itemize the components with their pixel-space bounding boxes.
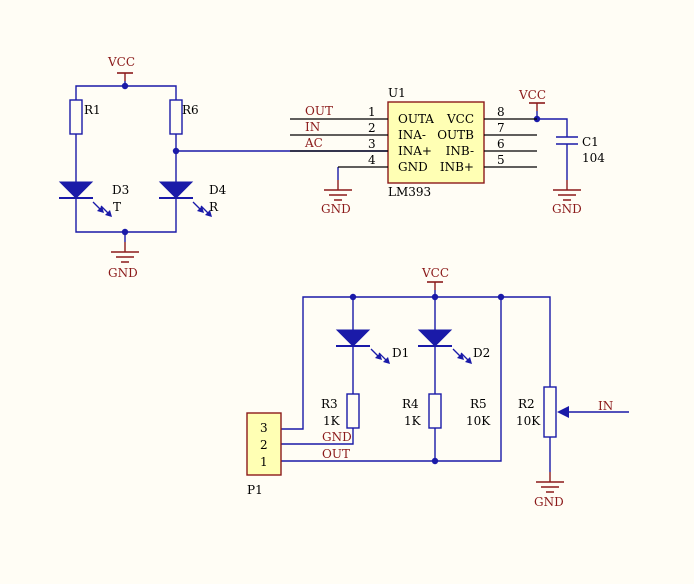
d2-label: D2 bbox=[473, 346, 490, 360]
d1-label: D1 bbox=[392, 346, 409, 360]
ic-pin-number-3: 3 bbox=[368, 137, 376, 151]
d4-letter: R bbox=[209, 200, 219, 214]
potentiometer-wiper-arrow bbox=[557, 406, 569, 418]
led-d2-body bbox=[417, 329, 453, 347]
p1-pin-1: 1 bbox=[260, 455, 268, 469]
ic-pin-number-1: 1 bbox=[368, 105, 376, 119]
r4-value: 1K bbox=[404, 414, 422, 428]
wire-top-rail bbox=[75, 85, 177, 100]
r3-label: R3 bbox=[321, 397, 338, 411]
d3-label: D3 bbox=[112, 183, 129, 197]
net-out-label: OUT bbox=[305, 104, 333, 118]
r1-label: R1 bbox=[84, 103, 101, 117]
ic-body bbox=[387, 101, 485, 184]
ic-pin-number-8: 8 bbox=[497, 105, 505, 119]
ic-pin-number-4: 4 bbox=[368, 153, 376, 167]
vcc-label-bottom: VCC bbox=[421, 266, 449, 280]
p1-gnd-net-label: GND bbox=[322, 430, 352, 444]
potentiometer-r2 bbox=[543, 386, 557, 438]
r6-label: R6 bbox=[182, 103, 199, 117]
c1-value: 104 bbox=[582, 151, 605, 165]
led-d3-light-arrowhead-1 bbox=[105, 210, 112, 217]
vcc-label-top-left: VCC bbox=[107, 55, 135, 69]
r5-label: R5 bbox=[470, 397, 487, 411]
wire-vcc-c1 bbox=[537, 118, 568, 137]
ic-pin-name-5: INB+ bbox=[440, 160, 474, 174]
led-d1-light-arrowhead-1 bbox=[383, 357, 390, 364]
net-in-label: IN bbox=[305, 120, 320, 134]
p1-pin-2: 2 bbox=[260, 438, 268, 452]
ic-pin-number-6: 6 bbox=[497, 137, 505, 151]
ic-pin-name-8: VCC bbox=[446, 112, 474, 126]
led-d1-body bbox=[335, 329, 371, 347]
connector-p1-body bbox=[246, 412, 282, 476]
components bbox=[58, 72, 581, 493]
ic-pin-name-6: INB- bbox=[446, 144, 474, 158]
wire-r3-gnd-net bbox=[281, 428, 354, 445]
led-d4-light-arrowhead-1 bbox=[205, 210, 212, 217]
r5-value: 10K bbox=[466, 414, 491, 428]
p1-out-net-label: OUT bbox=[322, 447, 350, 461]
p1-label: P1 bbox=[247, 483, 263, 497]
vcc-label-ic: VCC bbox=[518, 88, 546, 102]
resistor-r4 bbox=[428, 393, 442, 429]
u1-ref-label: U1 bbox=[388, 86, 406, 100]
d4-label: D4 bbox=[209, 183, 227, 197]
wires bbox=[75, 81, 629, 472]
led-d3-body bbox=[58, 181, 94, 199]
r2-label: R2 bbox=[518, 397, 535, 411]
resistor-r6 bbox=[169, 99, 183, 135]
ic-pin-name-1: OUTA bbox=[398, 112, 434, 126]
ic-pin-name-4: GND bbox=[398, 160, 428, 174]
u1-part-label: LM393 bbox=[388, 185, 431, 199]
ic-pin-number-5: 5 bbox=[497, 153, 505, 167]
p1-pin-3: 3 bbox=[260, 421, 268, 435]
resistor-r1 bbox=[69, 99, 83, 135]
r3-value: 1K bbox=[323, 414, 341, 428]
wire-r5-out-net bbox=[281, 297, 502, 462]
wire-top-bus-bottom bbox=[281, 296, 551, 430]
led-d4-body bbox=[158, 181, 194, 199]
r2-value: 10K bbox=[516, 414, 541, 428]
ic-pin-name-7: OUTB bbox=[437, 128, 474, 142]
gnd-label-r2: GND bbox=[534, 495, 564, 509]
gnd-label-ic: GND bbox=[321, 202, 351, 216]
gnd-label-top-left: GND bbox=[108, 266, 138, 280]
d3-letter: T bbox=[113, 200, 121, 214]
gnd-label-c1: GND bbox=[552, 202, 582, 216]
ic-pin-name-2: INA- bbox=[398, 128, 426, 142]
resistor-r3 bbox=[346, 393, 360, 429]
labels: VCC R1 R6 D3 T D4 R GND U1 LM393 OUT IN … bbox=[84, 55, 613, 509]
net-ac-label: AC bbox=[304, 136, 323, 150]
ic-pin-number-2: 2 bbox=[368, 121, 376, 135]
ic-pin-name-3: INA+ bbox=[398, 144, 432, 158]
ic-pin-number-7: 7 bbox=[497, 121, 505, 135]
led-d2-light-arrowhead-1 bbox=[465, 357, 472, 364]
c1-label: C1 bbox=[582, 135, 599, 149]
in-label-right: IN bbox=[598, 399, 613, 413]
wire-bottom-rail bbox=[75, 198, 177, 233]
r4-label: R4 bbox=[402, 397, 419, 411]
